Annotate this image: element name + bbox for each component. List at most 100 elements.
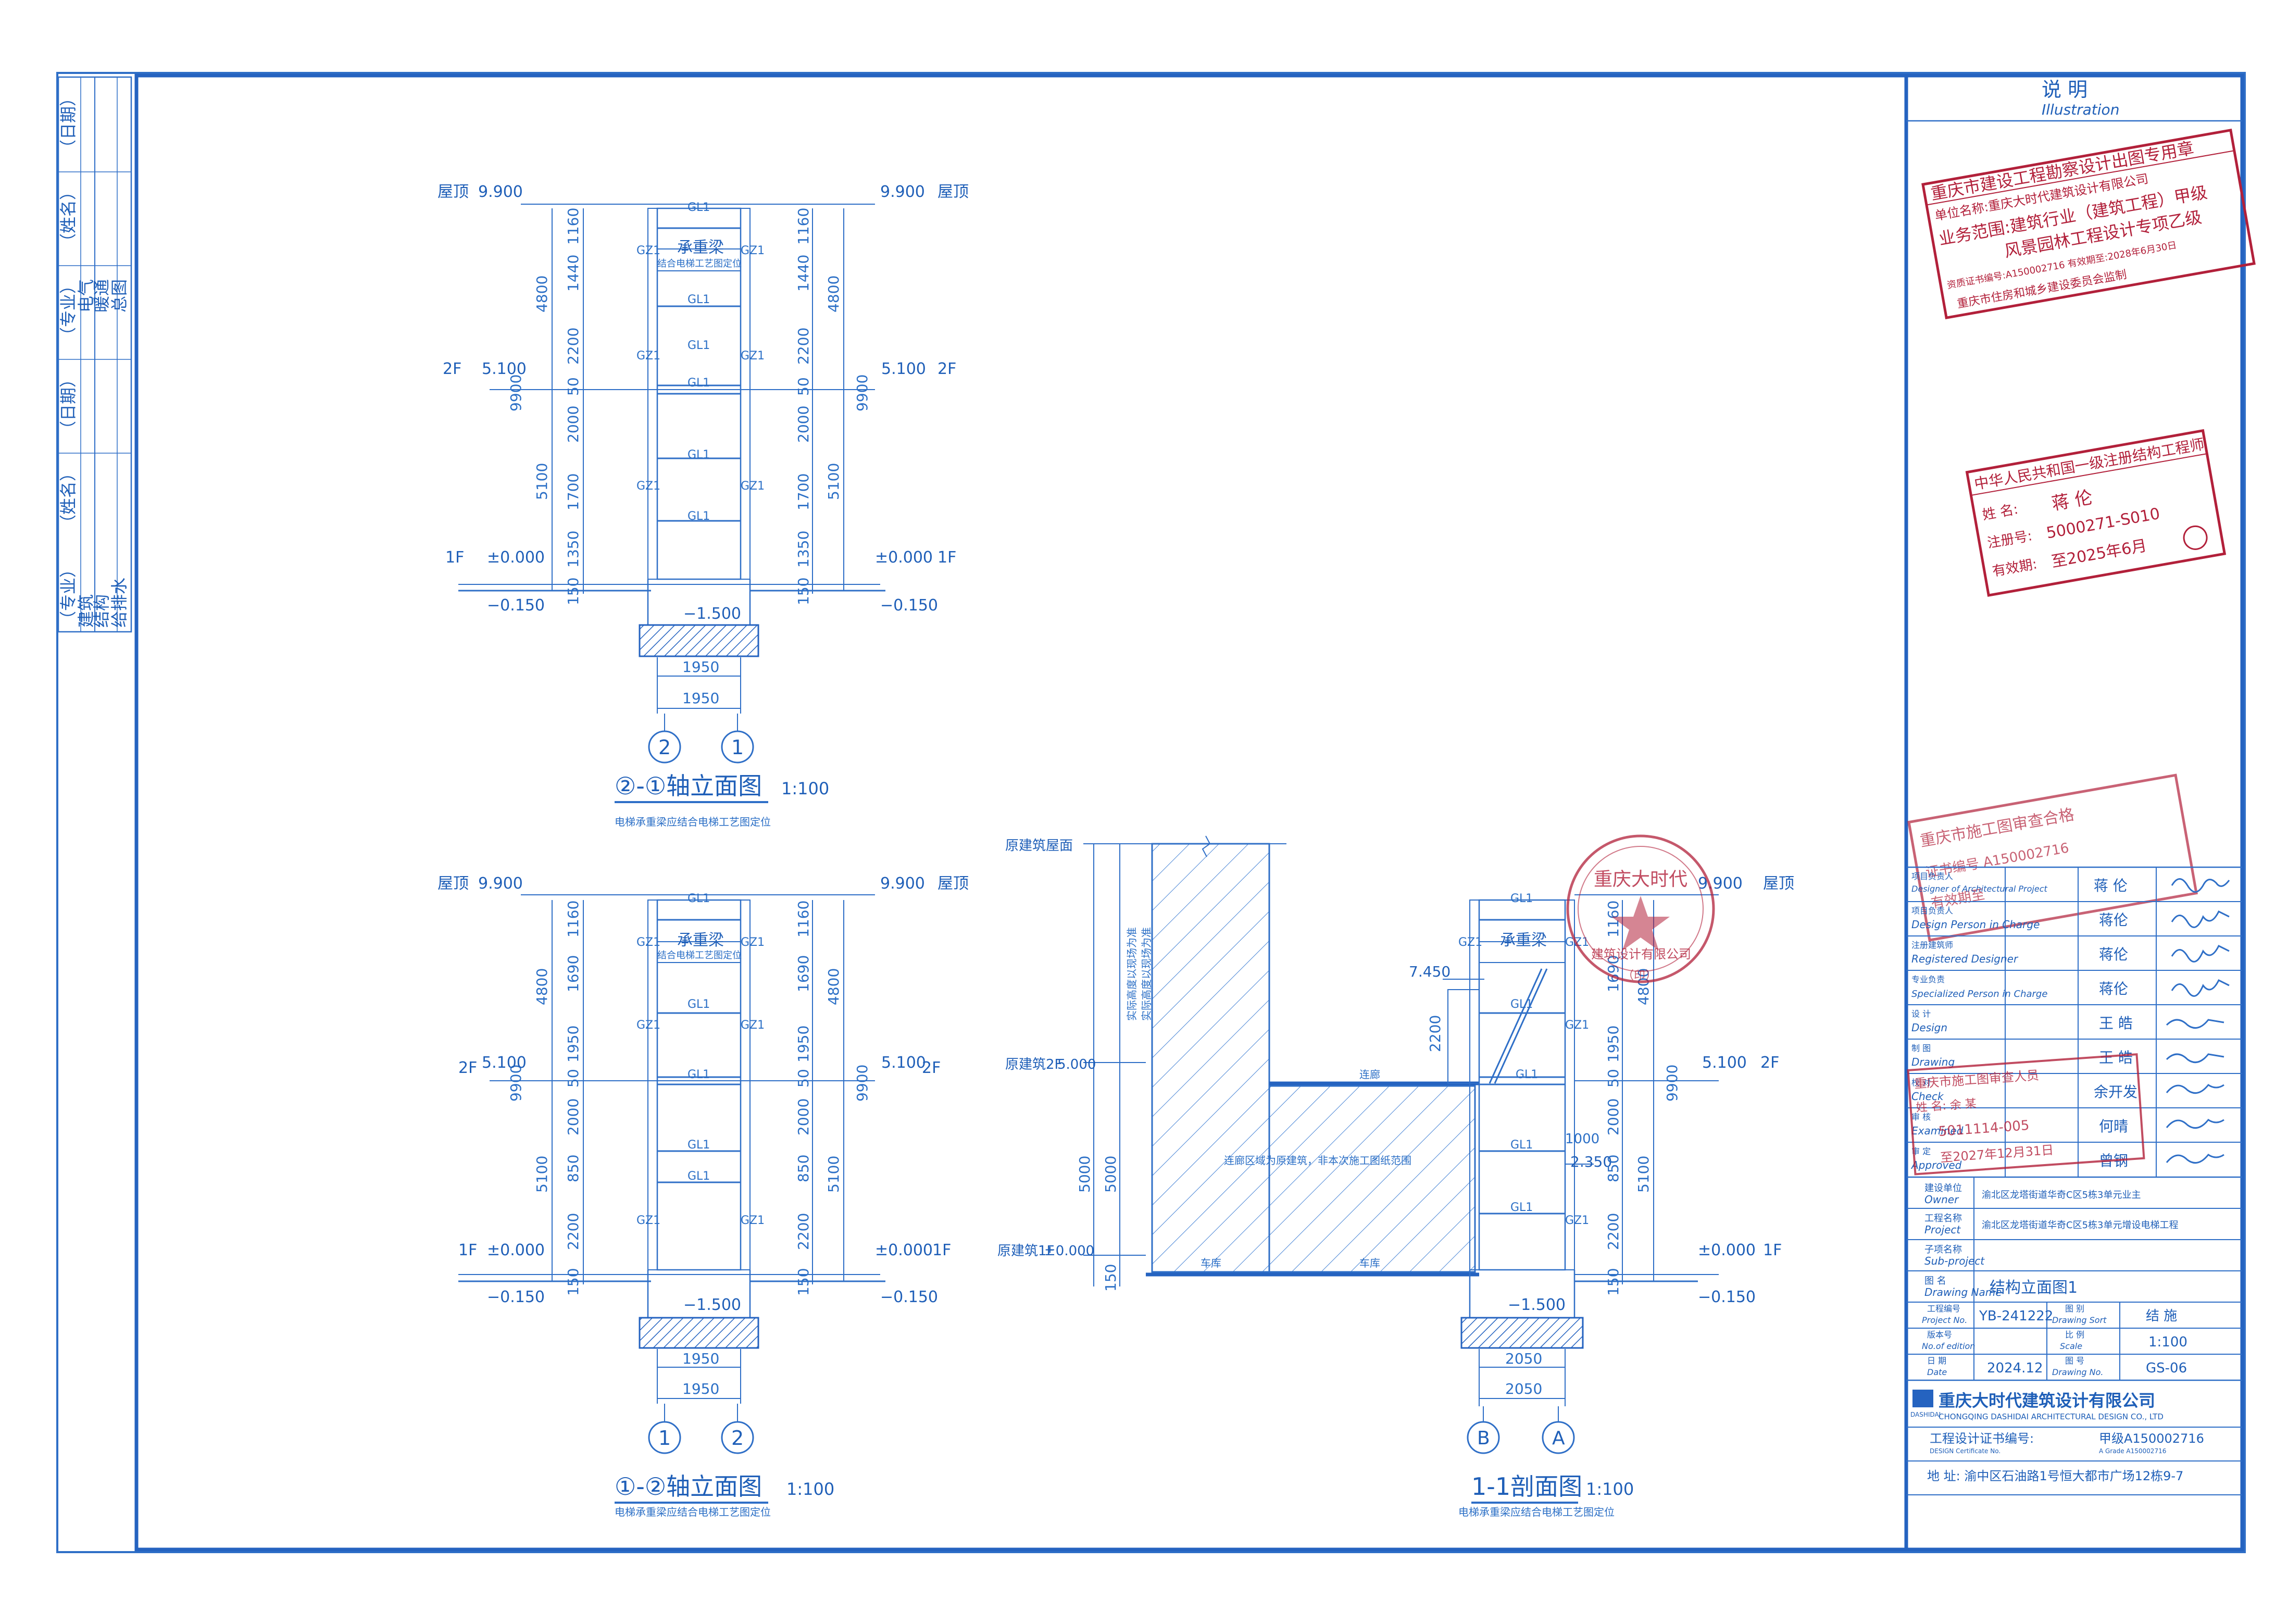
vertical-note-1: 实际高度以现场为准 [1126, 927, 1138, 1021]
ground-elev-right: −0.150 [880, 596, 938, 615]
dim-left-2000: 2000 [565, 406, 582, 443]
dim-total-5100: 5100 [533, 463, 551, 500]
drawing-value: 结构立面图1 [1990, 1279, 2078, 1297]
left-1f-label: 原建筑1F [997, 1243, 1055, 1259]
floor-label-1: 车库 [1201, 1257, 1221, 1269]
signature-mark [2166, 1118, 2224, 1129]
dim-left-1690: 1690 [565, 955, 582, 992]
row-5-cn: 制 图 [1911, 1043, 1931, 1053]
f1-elev-right: ±0.000 [875, 1241, 933, 1259]
gz-4: GZ1 [741, 349, 765, 363]
dim-total-4800: 4800 [533, 276, 551, 313]
f1-label: 1F [1763, 1241, 1782, 1259]
beam-note: 结合电梯工艺图定位 [657, 950, 742, 961]
strip-col2-item-3: 总图 [109, 279, 129, 313]
axis-label-1: 1 [658, 1427, 671, 1450]
width-dim-1: 1950 [682, 1350, 719, 1367]
gz-1: GZ1 [636, 936, 660, 949]
tb-heading-en: Illustration [2042, 101, 2119, 118]
strip-col1-date: （日期） [58, 371, 78, 438]
gz-6: GZ1 [741, 480, 765, 493]
roof-label-right: 屋顶 [937, 183, 969, 201]
width-dim-2: 1950 [682, 690, 719, 707]
gz-4: GZ1 [1565, 1214, 1589, 1227]
gz-5: GZ1 [636, 1214, 660, 1227]
pit-footing [1460, 1317, 1584, 1349]
elevation-b-scale: 1:100 [786, 1479, 834, 1499]
scale-value: 1:100 [2148, 1334, 2187, 1350]
dim-right-1690: 1690 [795, 955, 812, 992]
row-5-en: Drawing [1911, 1056, 1955, 1068]
row-4-en: Design [1911, 1021, 1947, 1034]
roof-label-left: 屋顶 [437, 183, 469, 201]
seal-round-text-2: 建筑设计有限公司 [1591, 947, 1691, 961]
dim-right-1700: 1700 [795, 473, 812, 510]
stamp5-l4: 至2027年12月31日 [1940, 1143, 2054, 1165]
dim-right-total-4800: 4800 [825, 276, 842, 313]
width-dim-1: 2050 [1505, 1350, 1542, 1367]
gl-roof: GL1 [687, 201, 710, 214]
row-4-name: 王 皓 [2099, 1015, 2133, 1032]
dim-total-5100: 5100 [533, 1156, 551, 1193]
row-7-cn: 审 核 [1911, 1112, 1931, 1122]
beam-label: 承重梁 [1500, 931, 1547, 950]
row-4-cn: 设 计 [1911, 1009, 1931, 1019]
dim-right-50: 50 [795, 1069, 812, 1088]
row-8-en: Approved [1910, 1159, 1962, 1171]
roof-elev-left: 9.900 [478, 183, 523, 201]
gz-3: GZ1 [636, 1019, 660, 1032]
pit-elev: −1.500 [683, 1296, 741, 1314]
f1-elev-left: ±0.000 [487, 1241, 545, 1259]
dim-right-150: 150 [795, 578, 812, 605]
section-1-1: 原建筑屋面 原建筑2F 5.000 原建筑1F ±0.000 5000 5000… [997, 835, 1794, 1518]
scale-cn: 比 例 [2065, 1330, 2084, 1340]
row-2-en: Registered Designer [1911, 953, 2019, 965]
engineer-logo-icon [2183, 525, 2208, 550]
axis-label-a: A [1552, 1428, 1565, 1449]
row-3-en: Specialized Person in Charge [1911, 989, 2047, 1000]
gz-4: GZ1 [741, 1019, 765, 1032]
axis-bubble-2 [648, 730, 681, 764]
strip-col1-item-1: 建筑 [76, 594, 96, 628]
strip-col2-date: （日期） [58, 90, 78, 156]
axis-bubble-1 [648, 1421, 681, 1454]
engineer-stamp: 中华人民共和国一级注册结构工程师 姓 名: 蒋 伦 注册号: 5000271-S… [1965, 429, 2227, 597]
cert-en-2: A Grade A150002716 [2099, 1447, 2166, 1455]
section-scale: 1:100 [1586, 1479, 1634, 1499]
dim-left-50: 50 [565, 377, 582, 396]
project-cn: 工程名称 [1924, 1213, 1962, 1224]
dim-left-850: 850 [565, 1155, 582, 1182]
dim-right-1950: 1950 [795, 1026, 812, 1063]
elevation-a-title: ②-①轴立面图 [615, 772, 762, 800]
gz-3: GZ1 [1565, 1019, 1589, 1032]
left-dim-150: 150 [1102, 1264, 1119, 1292]
elevation-b-note: 电梯承重梁应结合电梯工艺图定位 [615, 1506, 771, 1518]
section-title: 1-1剖面图 [1471, 1472, 1582, 1501]
dim-left-1160: 1160 [565, 208, 582, 245]
seal-round-text-3: （印） [1622, 969, 1657, 982]
signature-mark [2171, 910, 2230, 928]
gz-3: GZ1 [636, 349, 660, 363]
elev-7450: 7.450 [1409, 963, 1451, 980]
roof-elev-right: 9.900 [880, 875, 925, 893]
scale-en: Scale [2060, 1341, 2082, 1351]
signature-mark [2166, 1019, 2224, 1029]
dim-right-total-5100: 5100 [825, 463, 842, 500]
pit-footing [639, 624, 759, 657]
row-0-cn: 项目负责人 [1911, 871, 1953, 881]
row-1-name: 蒋伦 [2099, 911, 2128, 929]
axis-label-b: B [1477, 1428, 1490, 1449]
f2-label-left: 2F [443, 360, 461, 378]
row-7-en: Examined [1911, 1125, 1964, 1137]
strip-col1-name: （姓名） [58, 465, 78, 531]
f2-label-left: 2F [458, 1059, 477, 1077]
row-6-cn: 校 对 [1911, 1078, 1931, 1088]
seal-round-text-1: 重庆大时代 [1594, 869, 1687, 890]
row-8-cn: 审 定 [1911, 1146, 1931, 1156]
sub-cn: 子项名称 [1924, 1244, 1962, 1255]
sheet-border-outer [56, 72, 2246, 1553]
f2-label-right: 2F [937, 360, 956, 378]
dim-right-1440: 1440 [795, 255, 812, 292]
existing-building-hatch-low [1268, 1085, 1476, 1273]
section-note: 电梯承重梁应结合电梯工艺图定位 [1458, 1506, 1615, 1518]
